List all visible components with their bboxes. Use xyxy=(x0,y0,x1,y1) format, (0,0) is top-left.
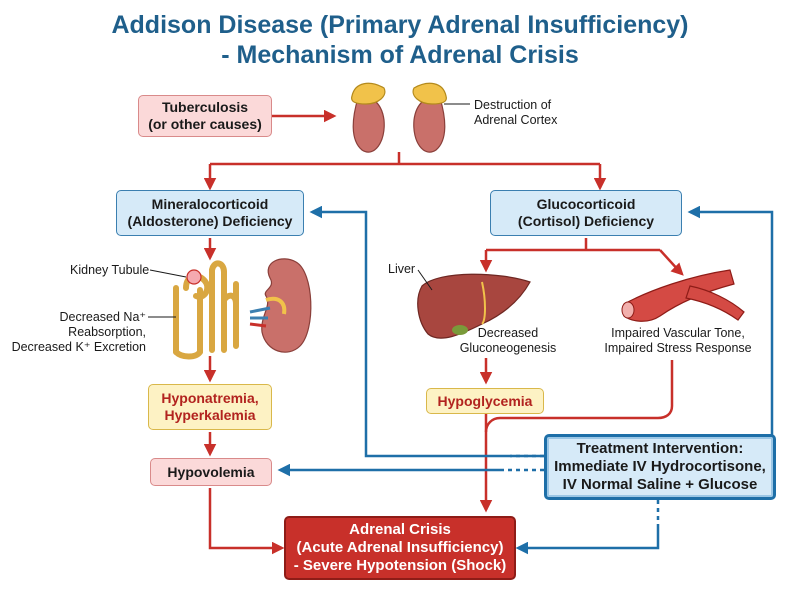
adrenal-crisis-line-3: - Severe Hypotension (Shock) xyxy=(293,557,507,574)
adrenal-crisis-line-2: (Acute Adrenal Insufficiency) xyxy=(296,539,504,556)
liver-icon xyxy=(417,269,531,339)
adrenal-kidneys-illustration xyxy=(351,82,470,153)
tuberculosis-line-1: Tuberculosis xyxy=(161,99,249,115)
gluconeogenesis-line-2: Gluconeogenesis xyxy=(459,341,557,355)
mineralocorticoid-line-1: Mineralocorticoid xyxy=(151,196,269,212)
tuberculosis-box: Tuberculosis (or other causes) xyxy=(138,95,272,137)
hyponatremia-line-2: Hyperkalemia xyxy=(164,407,256,423)
liver-label: Liver xyxy=(388,262,416,276)
destruction-line-1: Destruction of xyxy=(474,98,552,112)
kidney-tubule-label: Kidney Tubule xyxy=(70,263,150,277)
treatment-line-1: Treatment Intervention: xyxy=(576,440,744,457)
blood-vessel-icon xyxy=(621,269,745,322)
treatment-box: Treatment Intervention: Immediate IV Hyd… xyxy=(544,434,776,500)
hypovolemia-box: Hypovolemia xyxy=(150,458,272,486)
title-line-1: Addison Disease (Primary Adrenal Insuffi… xyxy=(111,11,689,39)
sodium-line-2: Reabsorption, xyxy=(68,325,146,339)
vascular-line-1: Impaired Vascular Tone, xyxy=(611,326,745,340)
kidney-tubule-pointer xyxy=(149,269,187,278)
hypovolemia-text: Hypovolemia xyxy=(167,463,255,480)
glucocorticoid-line-1: Glucocorticoid xyxy=(536,196,636,212)
adrenal-crisis-box: Adrenal Crisis (Acute Adrenal Insufficie… xyxy=(284,516,516,580)
tuberculosis-line-2: (or other causes) xyxy=(148,116,262,132)
sodium-line-1: Decreased Na⁺ xyxy=(59,310,147,324)
title-line-2: - Mechanism of Adrenal Crisis xyxy=(221,41,579,69)
vascular-label: Impaired Vascular Tone, Impaired Stress … xyxy=(596,326,760,356)
adrenal-crisis-line-1: Adrenal Crisis xyxy=(349,521,451,538)
glomerulus-icon xyxy=(186,269,202,285)
destruction-line-2: Adrenal Cortex xyxy=(474,113,558,127)
kidney-icon xyxy=(249,258,312,353)
vascular-line-2: Impaired Stress Response xyxy=(604,341,752,355)
gluconeogenesis-line-1: Decreased xyxy=(477,326,539,340)
hyponatremia-box: Hyponatremia, Hyperkalemia xyxy=(148,384,272,430)
destruction-label: Destruction of Adrenal Cortex xyxy=(474,98,557,128)
mineralocorticoid-box: Mineralocorticoid (Aldosterone) Deficien… xyxy=(116,190,304,236)
treatment-line-2: Immediate IV Hydrocortisone, xyxy=(554,458,766,475)
treatment-line-3: IV Normal Saline + Glucose xyxy=(562,476,758,493)
page-title: Addison Disease (Primary Adrenal Insuffi… xyxy=(0,10,800,70)
kidney-tubule-illustration xyxy=(173,260,239,360)
gluconeogenesis-label: Decreased Gluconeogenesis xyxy=(448,326,568,356)
hypoglycemia-box: Hypoglycemia xyxy=(426,388,544,414)
glucocorticoid-box: Glucocorticoid (Cortisol) Deficiency xyxy=(490,190,682,236)
red-flow-arrows xyxy=(203,109,684,555)
sodium-label: Decreased Na⁺ Reabsorption, Decreased K⁺… xyxy=(10,310,146,355)
mineralocorticoid-line-2: (Aldosterone) Deficiency xyxy=(127,213,293,229)
hyponatremia-line-1: Hyponatremia, xyxy=(161,390,259,406)
blue-treatment-arrows xyxy=(277,205,774,555)
hypoglycemia-text: Hypoglycemia xyxy=(437,392,533,409)
glucocorticoid-line-2: (Cortisol) Deficiency xyxy=(517,213,655,229)
sodium-line-3: Decreased K⁺ Excretion xyxy=(11,340,146,354)
